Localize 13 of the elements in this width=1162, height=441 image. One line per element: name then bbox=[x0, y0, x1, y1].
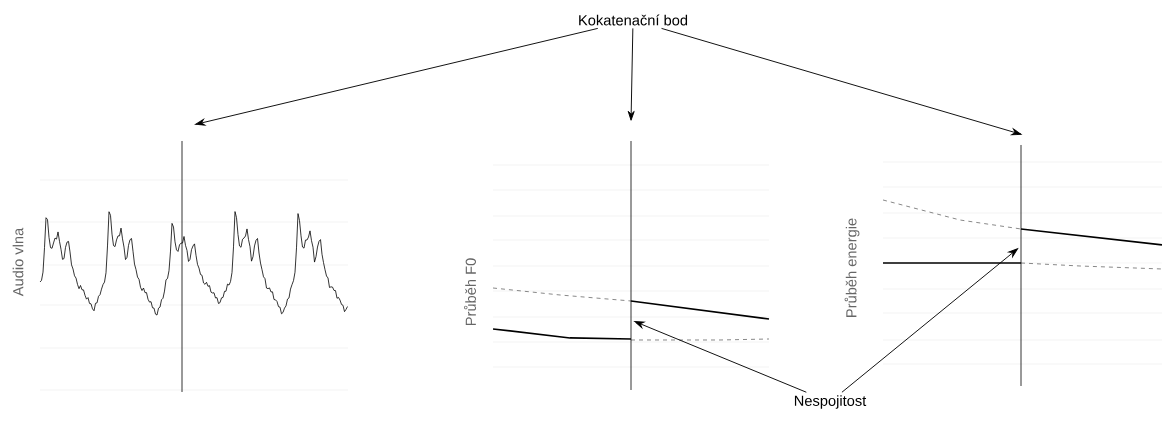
arrow bbox=[627, 27, 635, 121]
axis-label: Průběh energie bbox=[844, 218, 860, 317]
pitch-plot bbox=[492, 140, 770, 391]
arrow bbox=[661, 27, 1022, 136]
arrow bbox=[841, 248, 1019, 393]
arrow bbox=[195, 27, 599, 126]
arrow bbox=[634, 321, 807, 393]
energy-plot bbox=[882, 144, 1162, 387]
axis-label: Průběh F0 bbox=[464, 258, 476, 325]
label-text: Kokatenační bod bbox=[579, 14, 688, 26]
axis-label: Audio vlna bbox=[12, 227, 24, 297]
waveform-plot bbox=[39, 140, 349, 393]
label-text: Nespojitost bbox=[794, 395, 867, 409]
